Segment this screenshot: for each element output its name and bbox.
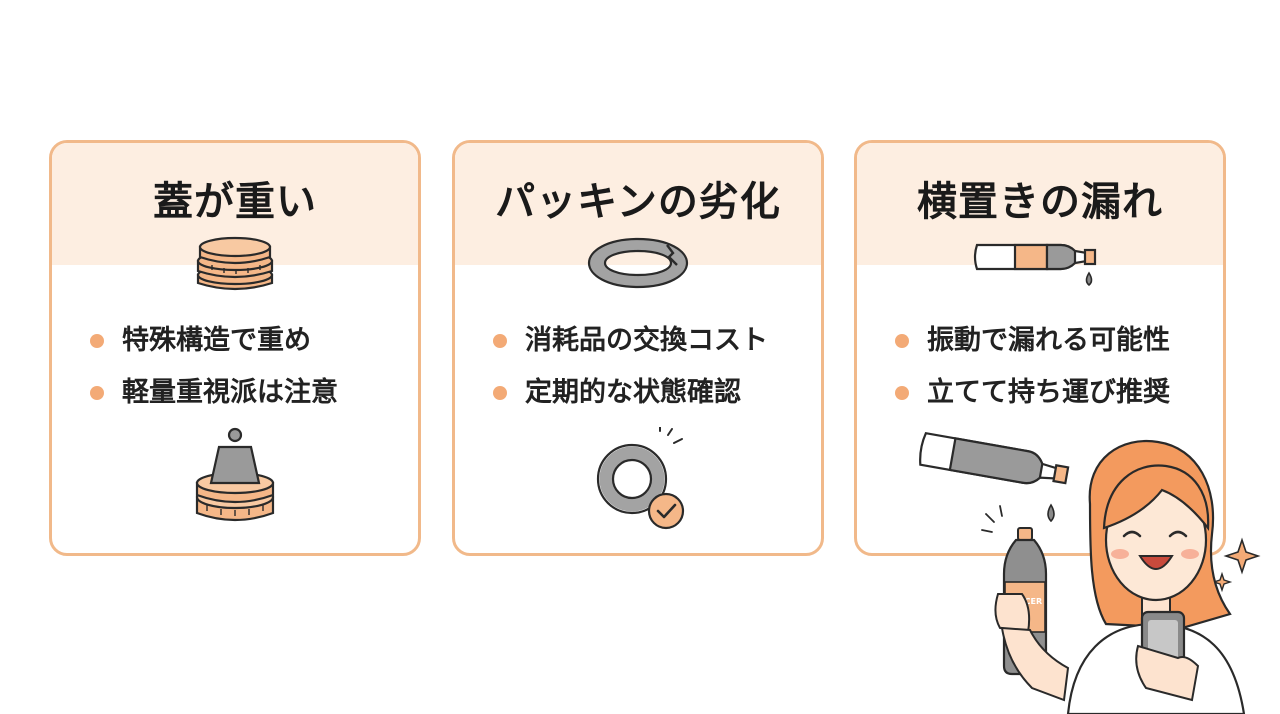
bullet-list: 特殊構造で重め 軽量重視派は注意 <box>88 315 408 419</box>
woman-with-bottle-illustration: PTYCER <box>981 439 1261 714</box>
weight-on-cap-icon <box>195 427 275 522</box>
gasket-check-icon <box>596 427 685 530</box>
card-title: 横置きの漏れ <box>917 179 1163 225</box>
bullet-item: 立てて持ち運び推奨 <box>893 367 1213 419</box>
bullet-item: 特殊構造で重め <box>88 315 408 367</box>
leaking-bottle-icon <box>973 243 1097 287</box>
bullet-item: 振動で漏れる可能性 <box>893 315 1213 367</box>
bullet-item: 軽量重視派は注意 <box>88 367 408 419</box>
tilted-leaking-bottle-icon <box>919 431 1070 523</box>
sparkle-icon <box>1211 537 1261 593</box>
card-gasket-wear: パッキンの劣化 消耗品の交換コスト 定期的な状態確認 <box>452 140 824 556</box>
bullet-item: 定期的な状態確認 <box>491 367 811 419</box>
stacked-cap-icon <box>196 236 274 291</box>
card-title: 蓋が重い <box>153 179 317 225</box>
bullet-item: 消耗品の交換コスト <box>491 315 811 367</box>
cracked-gasket-icon <box>587 237 689 289</box>
bullet-list: 振動で漏れる可能性 立てて持ち運び推奨 <box>893 315 1213 419</box>
card-title: パッキンの劣化 <box>495 179 781 225</box>
card-heavy-lid: 蓋が重い 特殊構造で重め 軽量重視派は注意 <box>49 140 421 556</box>
bullet-list: 消耗品の交換コスト 定期的な状態確認 <box>491 315 811 419</box>
card-sideways-leak: 横置きの漏れ 振動で漏れる可能性 立てて持ち運び推奨 <box>854 140 1226 556</box>
